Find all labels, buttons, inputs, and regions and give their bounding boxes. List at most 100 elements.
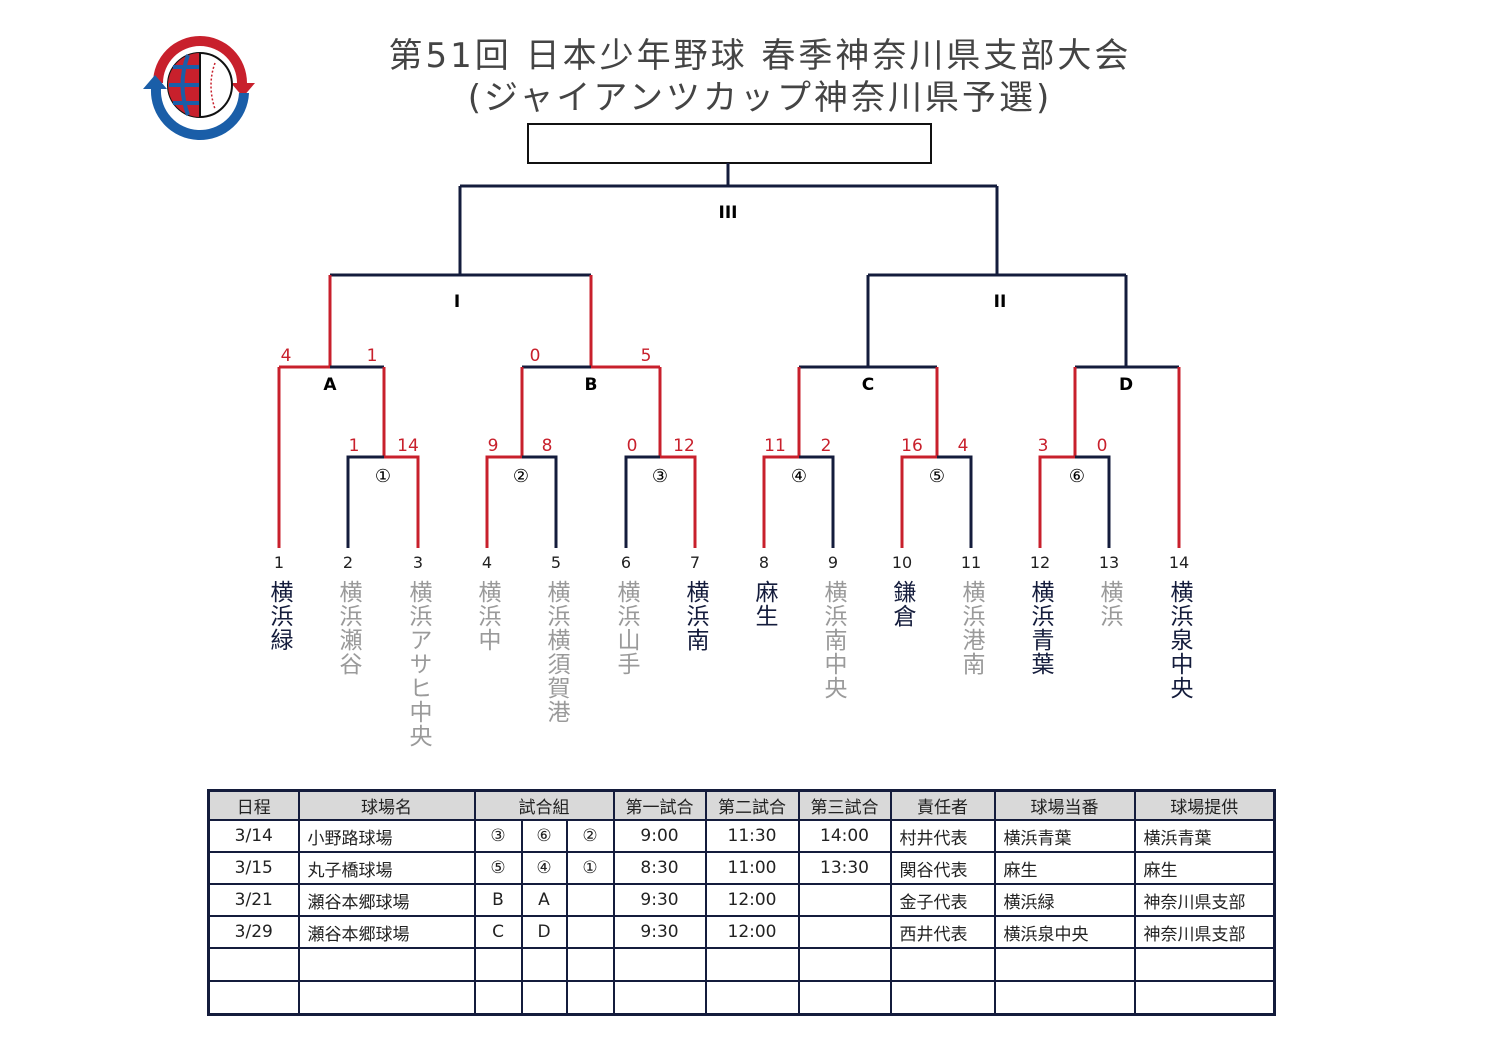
score: 14 bbox=[397, 436, 419, 456]
winner-line bbox=[328, 275, 593, 367]
cell-provider: 麻生 bbox=[1133, 851, 1276, 885]
score: 8 bbox=[542, 436, 553, 456]
empty-cell bbox=[473, 947, 523, 982]
empty-cell bbox=[889, 980, 996, 1016]
empty-cell bbox=[797, 980, 892, 1016]
cell-provider: 神奈川県支部 bbox=[1133, 915, 1276, 949]
bracket-line bbox=[330, 273, 1128, 367]
cell-date: 3/14 bbox=[207, 819, 300, 853]
header-date: 日程 bbox=[207, 789, 300, 821]
cell-t2: 11:00 bbox=[704, 851, 800, 885]
team-name: 横浜アサヒ中央 bbox=[405, 580, 431, 748]
header-duty: 球場当番 bbox=[993, 789, 1136, 821]
cell-t3 bbox=[797, 915, 892, 949]
cell-date: 3/15 bbox=[207, 851, 300, 885]
match-label-1: ① bbox=[375, 466, 391, 487]
cell-manager: 金子代表 bbox=[889, 883, 996, 917]
empty-cell bbox=[473, 980, 523, 1016]
cell-venue: 瀬谷本郷球場 bbox=[297, 915, 476, 949]
cell-duty: 横浜泉中央 bbox=[993, 915, 1136, 949]
team-name: 横浜瀬谷 bbox=[335, 580, 361, 676]
team-name: 横浜横須賀港 bbox=[543, 580, 569, 724]
final-label: III bbox=[719, 203, 738, 223]
cell-t1: 8:30 bbox=[612, 851, 707, 885]
team-name: 横浜青葉 bbox=[1027, 580, 1053, 676]
cell-g2: ② bbox=[565, 819, 615, 853]
team-number: 5 bbox=[550, 553, 562, 572]
score: 4 bbox=[958, 436, 969, 456]
title-line-2: (ジャイアンツカップ神奈川県予選) bbox=[467, 78, 1053, 118]
score: 4 bbox=[281, 346, 292, 366]
cell-g0: B bbox=[473, 883, 523, 917]
match-label-2: ② bbox=[513, 466, 529, 487]
cell-date: 3/21 bbox=[207, 883, 300, 917]
winner-line bbox=[277, 367, 1181, 548]
cell-g1: ④ bbox=[520, 851, 568, 885]
team-number: 12 bbox=[1029, 553, 1051, 572]
cell-g2: ① bbox=[565, 851, 615, 885]
cell-t2: 12:00 bbox=[704, 883, 800, 917]
team-number: 11 bbox=[960, 553, 982, 572]
empty-cell bbox=[1133, 947, 1276, 982]
match-label-5: ⑤ bbox=[929, 466, 945, 487]
match-label-3: ③ bbox=[652, 466, 668, 487]
team-number: 1 bbox=[273, 553, 285, 572]
cell-manager: 村井代表 bbox=[889, 819, 996, 853]
team-name: 横浜港南 bbox=[958, 580, 984, 676]
cell-provider: 横浜青葉 bbox=[1133, 819, 1276, 853]
team-number: 7 bbox=[689, 553, 701, 572]
empty-cell bbox=[297, 980, 476, 1016]
team-number: 6 bbox=[620, 553, 632, 572]
match-label-d: D bbox=[1119, 375, 1133, 395]
header-provider: 球場提供 bbox=[1133, 789, 1276, 821]
cell-g1: D bbox=[520, 915, 568, 949]
score: 12 bbox=[673, 436, 695, 456]
empty-row bbox=[207, 980, 1276, 1016]
empty-cell bbox=[1133, 980, 1276, 1016]
empty-cell bbox=[993, 980, 1136, 1016]
match-label-4: ④ bbox=[791, 466, 807, 487]
empty-cell bbox=[565, 980, 615, 1016]
team-number: 13 bbox=[1098, 553, 1120, 572]
team-name: 横浜南 bbox=[682, 580, 708, 652]
team-name: 横浜泉中央 bbox=[1166, 580, 1192, 700]
team-name: 横浜山手 bbox=[613, 580, 639, 676]
cell-provider: 神奈川県支部 bbox=[1133, 883, 1276, 917]
match-label-c: C bbox=[862, 375, 874, 395]
team-name: 横浜中 bbox=[474, 580, 500, 652]
empty-cell bbox=[889, 947, 996, 982]
header-game1: 第一試合 bbox=[612, 789, 707, 821]
empty-cell bbox=[520, 947, 568, 982]
empty-cell bbox=[612, 980, 707, 1016]
match-label-6: ⑥ bbox=[1069, 466, 1085, 487]
empty-cell bbox=[612, 947, 707, 982]
empty-cell bbox=[207, 947, 300, 982]
cell-duty: 横浜緑 bbox=[993, 883, 1136, 917]
cell-g0: ⑤ bbox=[473, 851, 523, 885]
team-number: 8 bbox=[758, 553, 770, 572]
score: 3 bbox=[1038, 436, 1049, 456]
cell-t1: 9:30 bbox=[612, 915, 707, 949]
cell-t1: 9:00 bbox=[612, 819, 707, 853]
header-game3: 第三試合 bbox=[797, 789, 892, 821]
table-header-row: 日程 球場名 試合組 第一試合 第二試合 第三試合 責任者 球場当番 球場提供 bbox=[207, 789, 1276, 821]
team-name: 鎌倉 bbox=[889, 580, 915, 628]
cell-g1: A bbox=[520, 883, 568, 917]
team-number: 4 bbox=[481, 553, 493, 572]
empty-cell bbox=[704, 980, 800, 1016]
cell-duty: 麻生 bbox=[993, 851, 1136, 885]
bracket-line bbox=[458, 163, 999, 275]
cell-manager: 関谷代表 bbox=[889, 851, 996, 885]
score: 9 bbox=[488, 436, 499, 456]
team-number: 9 bbox=[827, 553, 839, 572]
cell-g2 bbox=[565, 915, 615, 949]
cell-g0: C bbox=[473, 915, 523, 949]
team-number: 3 bbox=[412, 553, 424, 572]
team-name: 横浜南中央 bbox=[820, 580, 846, 700]
match-label-a: A bbox=[323, 375, 337, 395]
score: 0 bbox=[1097, 436, 1108, 456]
team-name: 横浜 bbox=[1096, 580, 1122, 628]
tournament-bracket: III I II A B C D 4 1 0 5 ① ② ③ ④ ⑤ ⑥ 1 1… bbox=[277, 163, 1181, 548]
